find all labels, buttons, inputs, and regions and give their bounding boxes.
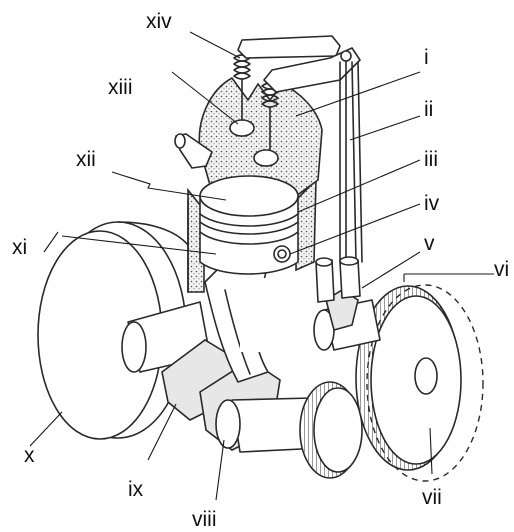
label-ii: ii bbox=[424, 98, 433, 121]
cylinder-head bbox=[198, 76, 323, 197]
label-vi: vi bbox=[494, 258, 509, 281]
label-i: i bbox=[424, 46, 429, 69]
leader-viii bbox=[215, 439, 225, 501]
rocker-arms bbox=[237, 35, 361, 93]
leader-xi bbox=[43, 231, 59, 253]
leader-ix bbox=[147, 403, 177, 461]
leader-iii bbox=[297, 159, 421, 213]
blank-area bbox=[240, 278, 302, 352]
leader-xiii bbox=[171, 71, 239, 125]
leader-x bbox=[29, 411, 63, 447]
leader-i bbox=[295, 71, 421, 117]
label-viii: viii bbox=[192, 508, 217, 531]
crankshaft-rear bbox=[215, 397, 323, 453]
label-x: x bbox=[24, 444, 35, 467]
camshaft-gear bbox=[355, 284, 484, 482]
label-xi: xi bbox=[12, 236, 27, 259]
leader-lines bbox=[29, 31, 494, 501]
label-v: v bbox=[424, 232, 435, 255]
piston bbox=[199, 175, 299, 275]
leader-v bbox=[361, 251, 421, 289]
label-xiii: xiii bbox=[108, 76, 133, 99]
label-iv: iv bbox=[424, 192, 440, 215]
leader-xi-main bbox=[61, 235, 217, 255]
label-iii: iii bbox=[424, 148, 438, 171]
spark-plug bbox=[174, 133, 213, 169]
label-xii: xii bbox=[76, 148, 96, 171]
label-vii: vii bbox=[422, 486, 442, 509]
cylinder-block bbox=[187, 178, 317, 293]
labels: i ii iii iv v vi vii viii ix x xi xii xi… bbox=[12, 10, 509, 531]
leader-xii bbox=[111, 171, 227, 201]
leader-vii bbox=[429, 427, 433, 475]
label-xiv: xiv bbox=[146, 10, 172, 33]
leader-ii bbox=[349, 115, 421, 141]
label-ix: ix bbox=[128, 478, 144, 501]
push-rods bbox=[339, 61, 363, 263]
leader-xiv bbox=[189, 31, 241, 59]
leader-iv bbox=[289, 203, 421, 255]
tappets bbox=[315, 256, 361, 303]
crankshaft-gear bbox=[299, 381, 363, 479]
flywheel bbox=[37, 221, 189, 440]
